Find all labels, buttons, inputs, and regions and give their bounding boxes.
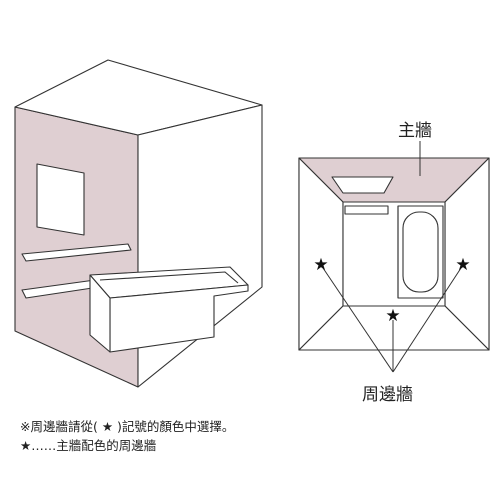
star-icon: ★ [20,438,32,453]
note-line-1: ※周邊牆請從( ★ )記號的顏色中選擇。 [20,416,234,435]
bathroom-3d-view [14,59,263,388]
window-3d [36,163,85,236]
note1-prefix: ※周邊牆請從( [20,419,98,434]
floor-plan [298,157,490,351]
note2-text: ……主牆配色的周邊牆 [31,438,157,453]
star-icon: ★ [385,306,400,326]
bathtub-side [89,274,111,353]
note-line-2: ★……主牆配色的周邊牆 [20,435,156,454]
upper-shelf [21,243,132,262]
perimeter-wall-label: 周邊牆 [362,385,413,405]
star-icon: ★ [313,255,328,275]
plan-window [331,176,394,194]
perimeter-leaders [322,267,462,373]
star-icon: ★ [455,255,470,275]
star-icon: ★ [101,419,114,434]
plan-stars: ★ ★ ★ [313,255,470,326]
plan-bathtub-basin [402,211,439,293]
bathtub-rim [99,271,239,284]
main-wall-label: 主牆 [398,121,432,141]
note1-suffix: )記號的顏色中選擇。 [117,419,235,434]
plan-shelf [344,205,389,215]
